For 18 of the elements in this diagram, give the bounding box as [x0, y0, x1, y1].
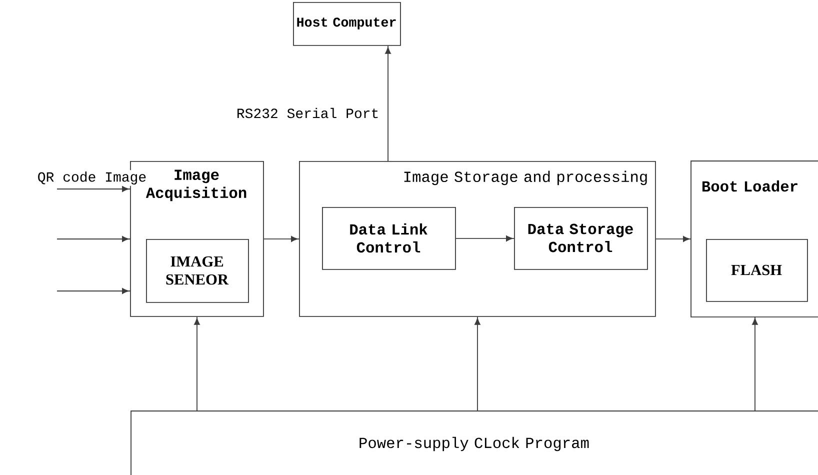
sub-block-box: Data Link Control [322, 207, 456, 270]
arrow [474, 316, 480, 412]
edge-label: QR code Image [36, 170, 148, 186]
arrow [56, 186, 130, 192]
arrow [263, 236, 300, 242]
arrow [752, 316, 758, 412]
arrow [655, 236, 692, 242]
sub-block-box: IMAGE SENEOR [146, 239, 249, 303]
arrow [194, 316, 200, 412]
sub-block-box: FLASH [706, 239, 808, 302]
arrow [56, 288, 130, 294]
edge-label: RS232 Serial Port [235, 106, 381, 120]
power-supply-bar: Power-supply CLock Program [130, 410, 818, 475]
sub-block-box: Data Storage Control [514, 207, 648, 270]
arrow [455, 236, 514, 242]
arrow [385, 45, 391, 162]
block-box: Host Computer [293, 2, 401, 46]
arrow [56, 236, 130, 242]
